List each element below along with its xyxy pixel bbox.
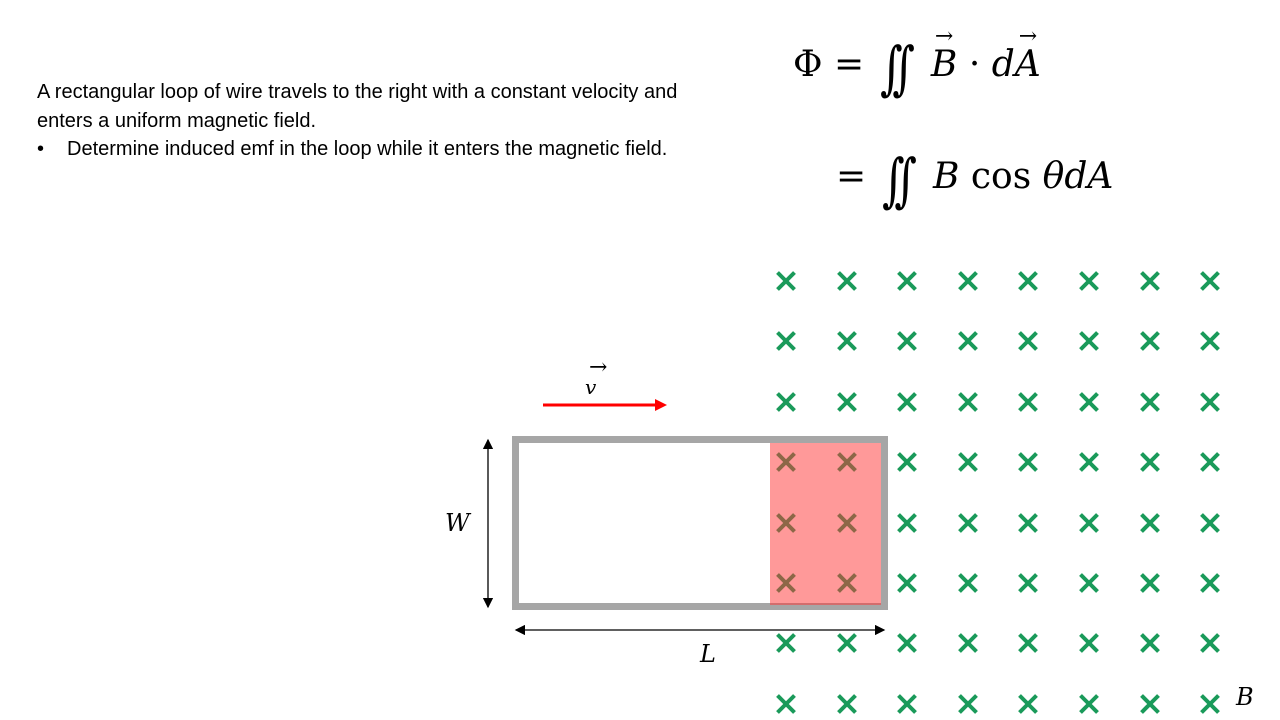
field-into-page-icon (1078, 572, 1100, 594)
field-into-page-icon (1139, 330, 1161, 352)
field-into-page-icon (896, 572, 918, 594)
cos-function: cos (970, 156, 1032, 197)
dot-operator: · (968, 44, 981, 85)
field-into-page-icon (1078, 330, 1100, 352)
field-into-page-icon (896, 270, 918, 292)
field-into-page-icon (957, 451, 979, 473)
bullet-marker: • (37, 138, 45, 160)
field-into-page-icon (1139, 451, 1161, 473)
differential-d: d (991, 44, 1015, 85)
flux-equation-line1: Φ = ∫∫ B · dA (793, 24, 1041, 102)
vector-a: A (1015, 24, 1041, 85)
field-into-page-icon (1017, 330, 1039, 352)
field-into-page-icon (1017, 270, 1039, 292)
a-symbol: A (1087, 156, 1114, 197)
field-into-page-icon (1078, 693, 1100, 715)
problem-statement: A rectangular loop of wire travels to th… (37, 81, 678, 132)
differential-d: d (1064, 156, 1088, 197)
field-into-page-icon (957, 572, 979, 594)
field-into-page-icon (1199, 270, 1221, 292)
field-into-page-icon (1078, 270, 1100, 292)
bullet-text: Determine induced emf in the loop while … (67, 138, 668, 160)
field-into-page-icon (1078, 512, 1100, 534)
field-into-page-icon (1017, 512, 1039, 534)
field-into-page-icon (1199, 632, 1221, 654)
length-label: L (700, 640, 716, 668)
field-into-page-icon (1017, 391, 1039, 413)
field-into-page-icon (1199, 330, 1221, 352)
field-into-page-icon (896, 632, 918, 654)
field-into-page-icon (957, 693, 979, 715)
field-into-page-icon (775, 391, 797, 413)
field-into-page-icon (896, 330, 918, 352)
wire-loop (512, 436, 888, 610)
field-into-page-icon (1199, 693, 1221, 715)
field-into-page-icon (775, 270, 797, 292)
field-into-page-icon (1199, 451, 1221, 473)
field-into-page-icon (836, 391, 858, 413)
field-into-page-icon (957, 391, 979, 413)
field-into-page-icon (1139, 572, 1161, 594)
field-into-page-icon (836, 693, 858, 715)
field-into-page-icon (836, 632, 858, 654)
field-into-page-icon (1139, 693, 1161, 715)
equals-sign: = (833, 44, 865, 85)
field-into-page-icon (775, 330, 797, 352)
field-into-page-icon (896, 512, 918, 534)
flux-equation-line2: = ∫∫ B cos θdA (836, 146, 1113, 214)
vector-b: B (931, 24, 957, 85)
field-into-page-icon (836, 270, 858, 292)
velocity-label: v (585, 355, 608, 400)
field-into-page-icon (1017, 632, 1039, 654)
field-into-page-icon (1139, 391, 1161, 413)
field-into-page-icon (1199, 512, 1221, 534)
equals-sign: = (836, 156, 867, 197)
field-into-page-icon (896, 693, 918, 715)
field-into-page-icon (1078, 451, 1100, 473)
velocity-arrow-head (655, 399, 667, 411)
field-into-page-icon (1139, 632, 1161, 654)
field-label: B (1236, 683, 1254, 711)
field-into-page-icon (896, 451, 918, 473)
field-into-page-icon (1139, 512, 1161, 534)
double-integral: ∫∫ (881, 146, 917, 214)
field-into-page-icon (775, 693, 797, 715)
field-into-page-icon (1139, 270, 1161, 292)
field-into-page-icon (957, 512, 979, 534)
flux-region (770, 443, 881, 605)
width-label: W (445, 509, 470, 537)
phi-symbol: Φ (793, 44, 823, 85)
field-into-page-icon (957, 330, 979, 352)
field-into-page-icon (896, 391, 918, 413)
field-into-page-icon (1017, 451, 1039, 473)
field-into-page-icon (1078, 391, 1100, 413)
field-into-page-icon (957, 270, 979, 292)
field-into-page-icon (836, 330, 858, 352)
problem-text: A rectangular loop of wire travels to th… (37, 78, 737, 164)
field-into-page-icon (1199, 572, 1221, 594)
theta-symbol: θ (1042, 156, 1065, 197)
field-into-page-icon (775, 632, 797, 654)
b-symbol: B (932, 156, 960, 197)
bullet-item: • Determine induced emf in the loop whil… (37, 135, 737, 164)
field-into-page-icon (1199, 391, 1221, 413)
field-into-page-icon (1078, 632, 1100, 654)
field-into-page-icon (1017, 693, 1039, 715)
field-into-page-icon (957, 632, 979, 654)
field-into-page-icon (1017, 572, 1039, 594)
double-integral: ∫∫ (879, 34, 915, 102)
